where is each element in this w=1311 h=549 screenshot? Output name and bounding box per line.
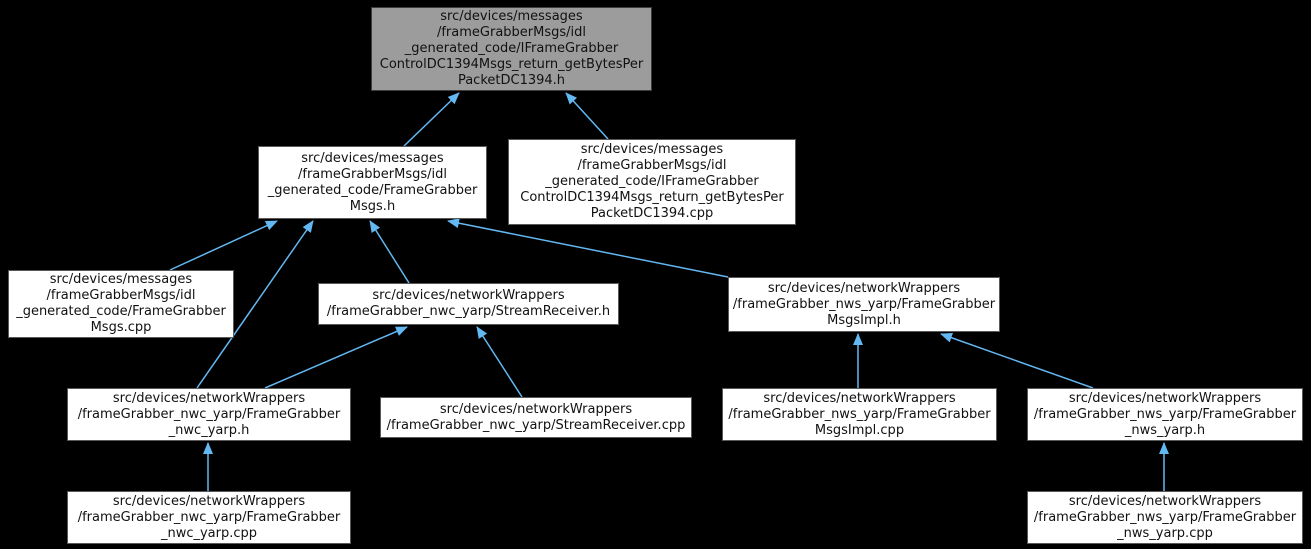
node-framegrabber-nws-yarp-h[interactable]: src/devices/networkWrappers /frameGrabbe… xyxy=(1027,388,1303,441)
node-streamreceiver-h[interactable]: src/devices/networkWrappers /frameGrabbe… xyxy=(318,283,619,325)
node-ibytesperpacket-dc1394-cpp[interactable]: src/devices/messages /frameGrabberMsgs/i… xyxy=(508,139,796,225)
node-framegrabbermsgsimpl-cpp[interactable]: src/devices/networkWrappers /frameGrabbe… xyxy=(722,388,997,441)
edge-nwc-yarp-h-to-streamreceiver-h xyxy=(264,326,408,389)
edge-streamreceiver-h-to-msgs-h xyxy=(369,220,410,284)
edge-msgs-cpp-to-msgs-h xyxy=(169,220,278,271)
node-framegrabbermsgs-cpp[interactable]: src/devices/messages /frameGrabberMsgs/i… xyxy=(8,270,234,338)
edge-top-cpp-to-top-h xyxy=(565,92,609,140)
edge-streamreceiver-cpp-to-streamreceiver-h xyxy=(476,326,523,398)
node-framegrabber-nwc-yarp-h[interactable]: src/devices/networkWrappers /frameGrabbe… xyxy=(67,388,351,441)
node-streamreceiver-cpp[interactable]: src/devices/networkWrappers /frameGrabbe… xyxy=(380,397,692,438)
node-framegrabber-nws-yarp-cpp[interactable]: src/devices/networkWrappers /frameGrabbe… xyxy=(1027,491,1303,544)
node-framegrabbermsgs-h[interactable]: src/devices/messages /frameGrabberMsgs/i… xyxy=(258,146,487,219)
node-framegrabbermsgsimpl-h[interactable]: src/devices/networkWrappers /frameGrabbe… xyxy=(728,277,1000,332)
edge-msgs-h-to-top-h xyxy=(403,92,460,147)
node-current-file-ibytesperpacket-dc1394-h: src/devices/messages /frameGrabberMsgs/i… xyxy=(371,7,652,91)
node-framegrabber-nwc-yarp-cpp[interactable]: src/devices/networkWrappers /frameGrabbe… xyxy=(67,491,351,544)
edge-msgsimpl-h-to-msgs-h xyxy=(447,218,729,278)
edge-nws-yarp-h-to-msgsimpl-h xyxy=(940,332,1094,389)
